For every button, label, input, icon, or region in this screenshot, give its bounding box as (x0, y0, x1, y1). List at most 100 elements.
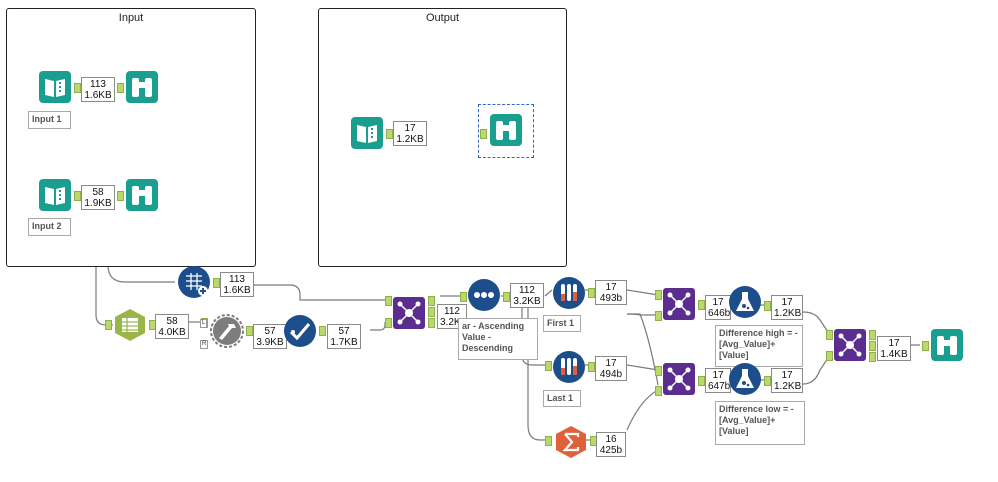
text-input-tool[interactable] (113, 308, 147, 342)
binoculars-icon (931, 329, 963, 361)
binoculars-icon (126, 179, 158, 211)
binoculars-icon (490, 114, 522, 146)
join-input-anchor-l[interactable] (655, 290, 662, 300)
join-tool-1[interactable] (392, 296, 426, 330)
output-anchor[interactable] (74, 83, 81, 93)
table-icon (115, 309, 145, 341)
join-icon (663, 288, 695, 320)
anchor-label-r: R (200, 340, 209, 349)
input1-label: Input 1 (28, 111, 71, 129)
select-tool[interactable] (210, 314, 244, 348)
formula-low-annotation: Difference low = -[Avg_Value]+ [Value] (715, 401, 805, 445)
binoculars-icon (126, 71, 158, 103)
output-input-tool[interactable] (350, 116, 384, 150)
formula-high-annotation: Difference high = -[Avg_Value]+[Value] (715, 325, 803, 367)
output-anchor[interactable] (503, 292, 510, 302)
output-anchor[interactable] (588, 288, 595, 298)
join-input-anchor-r[interactable] (385, 318, 392, 328)
anchor-label-l: L (200, 319, 208, 328)
input-anchor[interactable] (117, 83, 124, 93)
dots-icon (468, 279, 500, 311)
input-container[interactable]: Input (6, 8, 256, 267)
tools-icon (210, 314, 244, 348)
book-icon (39, 179, 71, 211)
output-anchor[interactable] (213, 278, 220, 288)
sort-annotation: ar - Ascending Value - Descending (458, 318, 538, 360)
join-output-anchor[interactable] (698, 376, 705, 386)
join-tool-high[interactable] (662, 287, 696, 321)
join-output-anchor[interactable] (698, 300, 705, 310)
output-anchor[interactable] (74, 191, 81, 201)
input-anchor[interactable] (922, 341, 929, 351)
join-tool-low[interactable] (662, 362, 696, 396)
join-input-anchor-r[interactable] (655, 311, 662, 321)
flask-icon (729, 363, 761, 395)
join-input-anchor-l[interactable] (385, 296, 392, 306)
join-icon (834, 329, 866, 361)
input-anchor[interactable] (105, 320, 112, 330)
input-container-title: Input (118, 12, 144, 24)
first-label: First 1 (543, 315, 581, 332)
join-input-anchor-l[interactable] (655, 366, 662, 376)
output-anchor[interactable] (386, 129, 393, 139)
book-icon (351, 117, 383, 149)
join-output-anchor-j[interactable] (869, 341, 876, 351)
join-icon (393, 297, 425, 329)
join-output-anchor-j[interactable] (428, 307, 435, 317)
join-output-anchor-r[interactable] (869, 352, 876, 362)
browse-tool-final[interactable] (930, 328, 964, 362)
output-anchor[interactable] (319, 326, 326, 336)
join-icon (663, 363, 695, 395)
sigma-icon (556, 426, 586, 458)
output-anchor[interactable] (588, 362, 595, 372)
output-anchor[interactable] (246, 326, 253, 336)
join-input-anchor-r[interactable] (655, 386, 662, 396)
input-anchor[interactable] (545, 361, 552, 371)
input-anchor[interactable] (545, 436, 552, 446)
join-output-anchor-r[interactable] (428, 318, 435, 328)
formula-tool-low[interactable] (728, 362, 762, 396)
formula-tool-high[interactable] (728, 285, 762, 319)
browse-tool-1[interactable] (125, 70, 159, 104)
browse-tool-2[interactable] (125, 178, 159, 212)
grid-filter-tool[interactable] (177, 265, 211, 299)
sort-tool[interactable] (467, 278, 501, 312)
input-data-tool-2[interactable] (38, 178, 72, 212)
join-input-anchor-r[interactable] (826, 351, 833, 361)
input-anchor[interactable] (480, 129, 487, 139)
input-anchor[interactable] (117, 191, 124, 201)
input-data-tool-1[interactable] (38, 70, 72, 104)
last-label: Last 1 (543, 390, 581, 407)
check-icon (284, 315, 316, 347)
grid-filter-icon (178, 266, 210, 298)
output-browse-tool[interactable] (489, 113, 523, 147)
sample-first-tool[interactable] (552, 276, 586, 310)
selection-box (478, 104, 534, 158)
test-tubes-icon (553, 277, 585, 309)
output-anchor[interactable] (764, 376, 771, 386)
join-output-anchor-l[interactable] (869, 330, 876, 340)
flask-icon (729, 286, 761, 318)
summarize-tool[interactable] (554, 425, 588, 459)
join-tool-final[interactable] (833, 328, 867, 362)
output-container-title: Output (425, 12, 460, 24)
join-input-anchor-l[interactable] (826, 330, 833, 340)
check-tool[interactable] (283, 314, 317, 348)
input-anchor[interactable] (460, 292, 467, 302)
output-anchor[interactable] (764, 301, 771, 311)
join-output-anchor-l[interactable] (428, 296, 435, 306)
sample-last-tool[interactable] (552, 350, 586, 384)
